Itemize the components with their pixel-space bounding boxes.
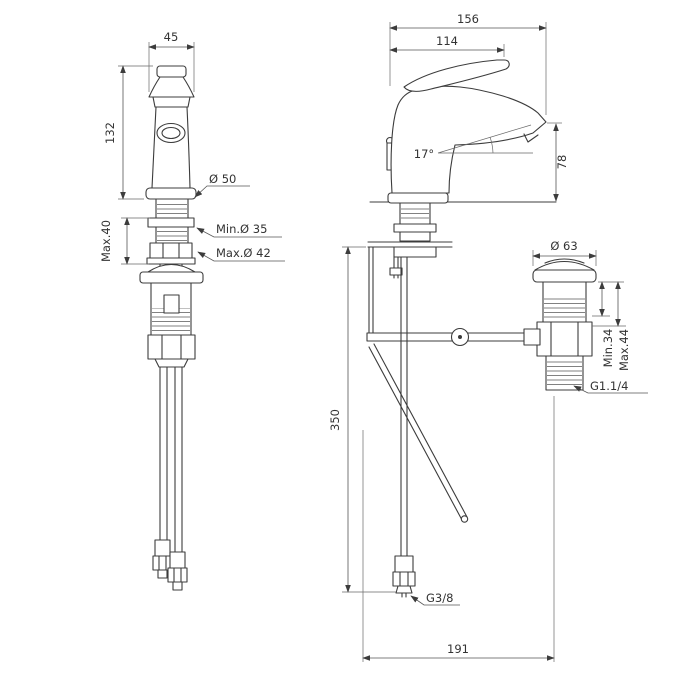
- hose-lines-side: [400, 256, 408, 557]
- fitting-body-side: [394, 555, 414, 573]
- linkage-rod-diagonal: [368, 343, 468, 521]
- waste-nut-facets-side: [550, 321, 579, 357]
- faucet-body-front: [151, 106, 191, 189]
- leader-base-diameter: [194, 185, 250, 198]
- waste-tail-threads-side: [547, 360, 582, 387]
- shank-threads-lower: [157, 229, 187, 242]
- linkage-joint: [523, 328, 541, 346]
- faucet-front: [145, 65, 197, 200]
- leader-supply-thread: [410, 595, 460, 606]
- linkage-rod-end: [460, 515, 469, 523]
- dim-body-height: 132: [103, 122, 117, 144]
- waste-cap-inner-line: [544, 258, 585, 264]
- extension-lines-width: [148, 42, 195, 92]
- handle-collar-front: [152, 96, 191, 108]
- extension-lines-waste-deck: [592, 281, 626, 327]
- base-flange-front: [145, 187, 197, 200]
- dim-hole-max: Max.Ø 42: [216, 246, 271, 260]
- waste-cap-front: [147, 263, 196, 273]
- horseshoe-washer-front: [147, 217, 195, 228]
- supply-hose-side: [392, 256, 416, 598]
- extension-lines-deck: [121, 217, 150, 265]
- angle-lines: [437, 124, 533, 154]
- dim-total-depth: 156: [457, 12, 479, 26]
- front-view: 45 132 Ø 50 Min.Ø 35 Max.Ø 42 Max.40: [99, 30, 285, 591]
- leader-hole-max: [197, 251, 285, 262]
- fitting-cone-side: [395, 585, 413, 594]
- dim-hole-min: Min.Ø 35: [216, 222, 267, 236]
- hose-fitting-left: [152, 539, 173, 579]
- pull-rod: [368, 246, 374, 334]
- fitting-tip: [172, 581, 183, 591]
- shank-threads-upper: [157, 201, 187, 216]
- dim-waste-thread: G1.1/4: [590, 379, 628, 393]
- hose-lines-front: [159, 263, 183, 553]
- base-washer-front: [146, 257, 196, 265]
- aerator-inner-front: [161, 126, 181, 140]
- waste-body-threads-side: [544, 298, 585, 321]
- base-flange-side: [387, 192, 449, 204]
- deck-bottom-lines: [367, 241, 453, 248]
- dim-handle-reach: 114: [436, 34, 458, 48]
- mounting-hardware-front: [146, 198, 196, 265]
- waste-nut-facets: [161, 334, 182, 360]
- fitting-hex-facets: [173, 567, 182, 583]
- shank-threads-side: [401, 205, 429, 222]
- mounting-hardware-side: [389, 202, 437, 279]
- dim-waste-min: Min.34: [601, 329, 615, 368]
- dim-handle-width: 45: [164, 30, 179, 44]
- dim-hose-length: 350: [328, 409, 342, 431]
- fitting-hex-nut: [167, 567, 188, 583]
- dim-footprint-depth: 191: [447, 642, 469, 656]
- lever-handle-side: [403, 59, 510, 92]
- fitting-hex-facets-side: [399, 571, 409, 587]
- pop-up-waste-front: [139, 263, 204, 368]
- handle-top-front: [156, 65, 187, 78]
- leader-waste-thread: [573, 385, 648, 394]
- pop-up-linkage: [366, 246, 561, 523]
- mounting-nut-side: [393, 246, 437, 258]
- aerator-side: [523, 133, 539, 143]
- body-and-spout-side: [390, 85, 547, 194]
- fitting-tip-side: [401, 592, 407, 598]
- handle-flare-front: [148, 76, 195, 98]
- dim-waste-diameter: Ø 63: [550, 239, 577, 253]
- dim-spout-height: 78: [555, 155, 569, 170]
- waste-cap-side: [534, 261, 595, 271]
- waste-flange-side: [532, 269, 597, 283]
- faucet-side: [385, 59, 547, 204]
- waste-flange-front: [139, 271, 204, 284]
- waste-overflow-slot: [163, 294, 180, 314]
- waste-taper-front: [154, 358, 189, 368]
- fitting-hex-facets: [158, 555, 167, 571]
- fitting-tip: [157, 569, 168, 579]
- mounting-nut-front: [149, 242, 193, 259]
- dim-spout-angle: 17°: [414, 147, 434, 161]
- supply-hoses-front: [152, 263, 188, 591]
- dim-waste-max: Max.44: [617, 329, 631, 371]
- fitting-hex-side: [392, 571, 416, 587]
- mounting-nut-facets: [162, 242, 180, 259]
- waste-nut-side: [536, 321, 593, 357]
- linkage-ball-center: [458, 335, 462, 339]
- side-view: 156 114 17° 78 350 Ø 63 Min.34 Max.44 G1…: [328, 12, 648, 662]
- dimensions-side: 156 114 17° 78 350 Ø 63 Min.34 Max.44 G1…: [328, 12, 648, 662]
- fitting-body: [154, 539, 171, 557]
- hose-fitting-right: [167, 551, 188, 591]
- extension-lines-footprint: [362, 396, 555, 662]
- dim-deck-thickness: Max.40: [99, 220, 113, 262]
- stud-nut-side: [389, 267, 403, 276]
- dimensions-front: 45 132 Ø 50 Min.Ø 35 Max.Ø 42 Max.40: [99, 30, 285, 265]
- dim-supply-thread: G3/8: [426, 591, 453, 605]
- pop-up-waste-side: [523, 258, 597, 391]
- aerator-outer-front: [156, 122, 186, 144]
- waste-nut-front: [147, 334, 196, 360]
- leader-hole-min: [196, 227, 282, 238]
- dim-base-diameter: Ø 50: [209, 172, 236, 186]
- fitting-body: [169, 551, 186, 569]
- horseshoe-washer-side: [393, 223, 437, 233]
